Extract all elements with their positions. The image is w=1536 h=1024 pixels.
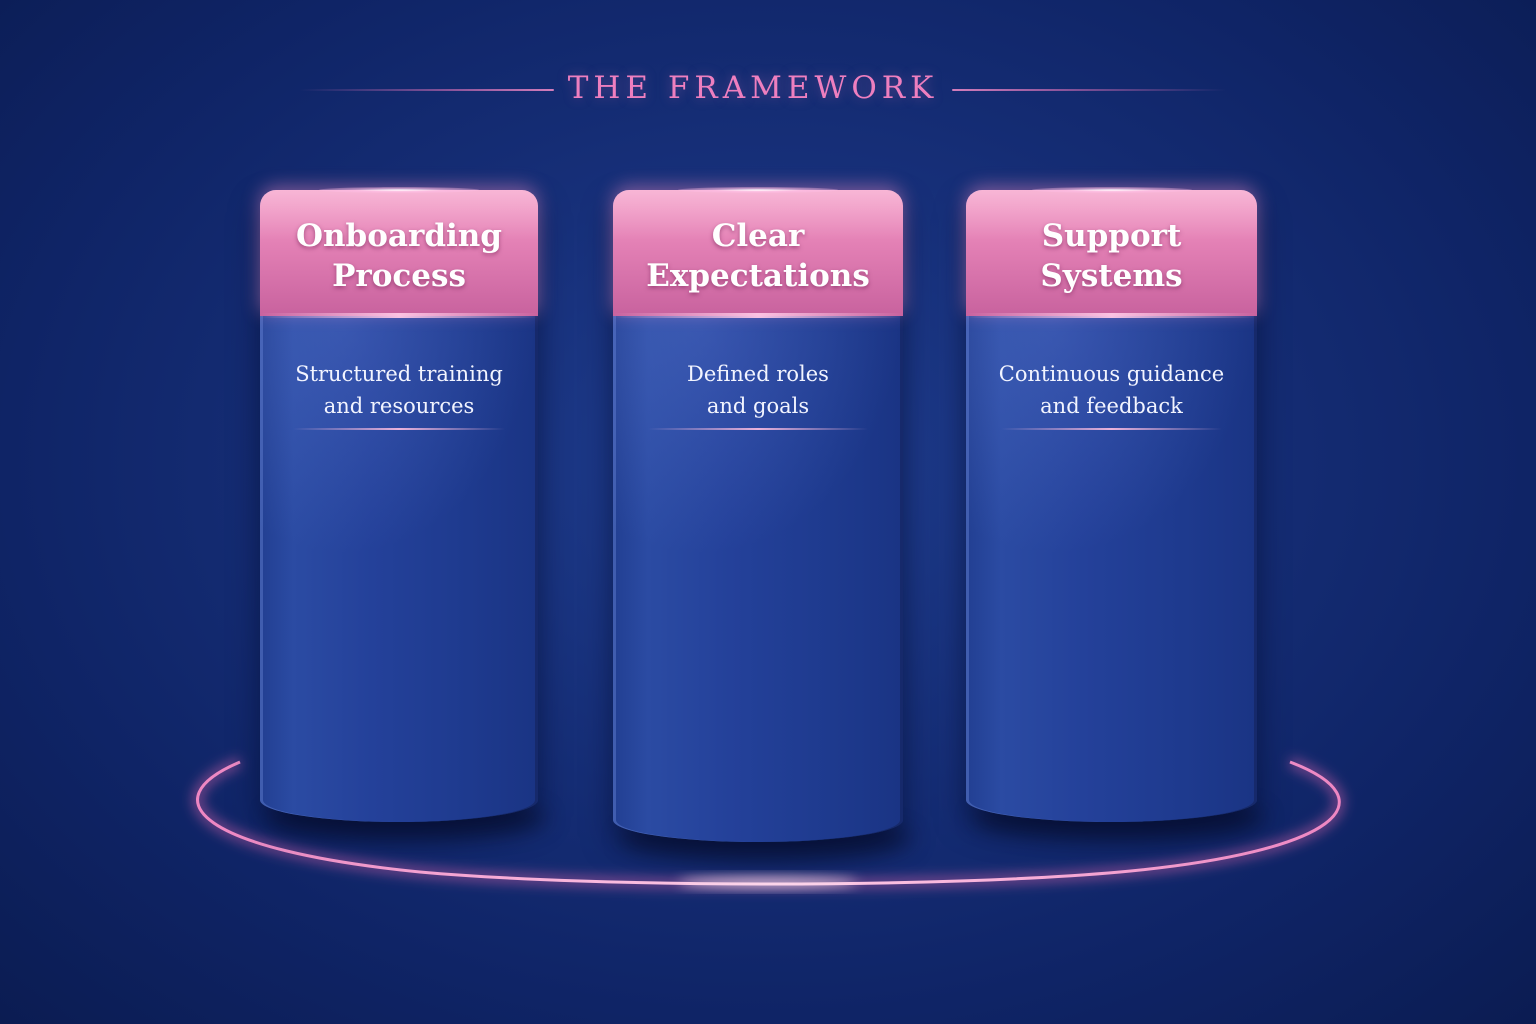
pillar-header: Onboarding Process — [260, 190, 538, 316]
pillar-title: Clear Expectations — [613, 216, 903, 296]
pillar-support-systems: Support Systems Continuous guidance and … — [966, 187, 1265, 838]
pillar-description: Continuous guidance and feedback — [976, 358, 1247, 422]
pillar-description: Structured training and resources — [270, 358, 528, 422]
title-rule-right — [952, 89, 1226, 91]
pillar-desc-line: and resources — [323, 394, 475, 418]
description-divider — [293, 428, 505, 430]
pillar-description: Defined roles and goals — [623, 358, 893, 422]
description-divider — [1000, 428, 1223, 430]
pillar-desc-line: and goals — [706, 394, 810, 418]
pillar-header: Support Systems — [966, 190, 1257, 316]
pillar-desc-line: Structured training — [295, 362, 503, 386]
pillar-title-line: Process — [332, 258, 466, 294]
pillar-title-line: Onboarding — [296, 218, 502, 254]
header-glow — [319, 187, 479, 193]
pillar-title-line: Clear — [711, 218, 805, 254]
pillar-title-line: Expectations — [646, 258, 870, 294]
header-glow — [1031, 187, 1192, 193]
title-row: THE FRAMEWORK — [0, 62, 1536, 118]
pillar-desc-line: and feedback — [1040, 394, 1183, 418]
description-divider — [647, 428, 869, 430]
pillar-title: Onboarding Process — [260, 216, 538, 296]
pillar-clear-expectations: Clear Expectations Defined roles and goa… — [613, 187, 911, 858]
diagram-title: THE FRAMEWORK — [567, 70, 939, 106]
pillar-title-line: Support — [1041, 218, 1182, 254]
pillar-desc-line: Defined roles — [687, 362, 829, 386]
header-divider-glow — [613, 313, 903, 318]
header-divider-glow — [966, 313, 1257, 318]
ring-highlight — [678, 876, 858, 888]
pillar-onboarding-process: Onboarding Process Structured training a… — [260, 187, 546, 838]
pillar-header: Clear Expectations — [613, 190, 903, 316]
header-glow — [678, 187, 838, 193]
pillar-title-line: Systems — [1040, 258, 1183, 294]
pillar-desc-line: Continuous guidance — [998, 362, 1225, 386]
header-divider-glow — [260, 313, 538, 318]
pillar-title: Support Systems — [966, 216, 1257, 296]
title-rule-left — [300, 89, 554, 91]
